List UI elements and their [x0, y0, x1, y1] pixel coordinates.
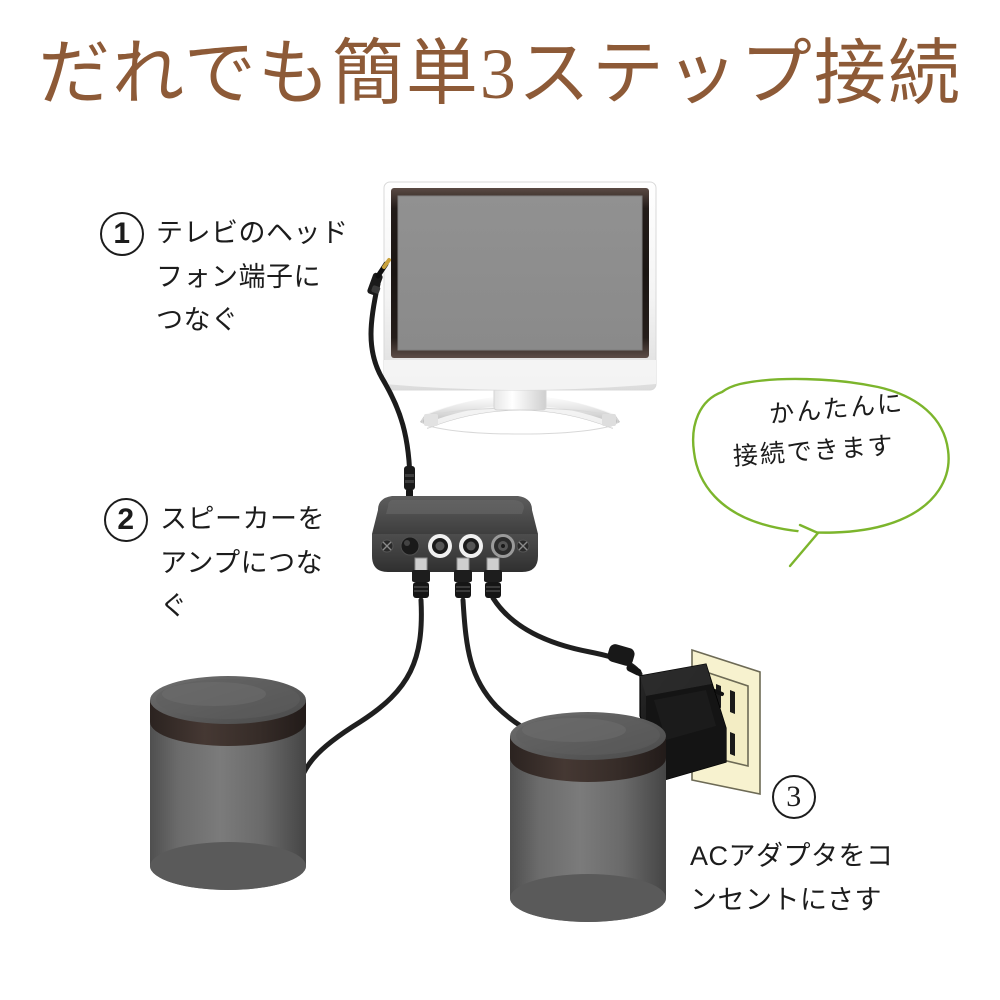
step-3: 3 ACアダプタをコ ンセントにさす [690, 775, 970, 922]
ferrite-bead [607, 644, 635, 666]
speech-bubble [691, 377, 950, 568]
step-3-text: ACアダプタをコ ンセントにさす [690, 841, 894, 915]
television [383, 181, 657, 435]
amp-screw-left [380, 539, 394, 553]
step-1-text: テレビのヘッド フォン端子に つなぐ [156, 218, 349, 336]
speaker-left [150, 676, 306, 890]
amp-plugs [412, 557, 502, 598]
callout-text: かんたんに 接続できます [726, 390, 952, 528]
tv-stand-neck [493, 387, 547, 411]
callout-line-2: 接続できます [732, 432, 896, 471]
step-1-number: 1 [100, 212, 144, 256]
step-2-text: スピーカーを アンプにつな ぐ [160, 504, 325, 622]
amp-screw-right [516, 539, 530, 553]
amp-volume-knob[interactable] [400, 536, 420, 556]
amp-dc-power-jack[interactable] [491, 534, 515, 558]
amplifier [372, 496, 538, 572]
amp-output-jack-right[interactable] [459, 534, 483, 558]
step-3-number: 3 [772, 775, 816, 819]
step-2-number: 2 [104, 498, 148, 542]
speaker-right [510, 712, 666, 922]
tv-stand-base [420, 396, 620, 435]
amp-output-jack-left[interactable] [428, 534, 452, 558]
tv-screen [397, 195, 643, 351]
page-title: だれでも簡単3ステップ接続 [38, 34, 962, 114]
step-2: 2 スピーカーを アンプにつな ぐ [104, 498, 374, 629]
plug-tv-end [367, 258, 391, 296]
cable-left-speaker [293, 597, 424, 803]
step-1: 1 テレビのヘッド フォン端子に つなぐ [100, 212, 370, 343]
